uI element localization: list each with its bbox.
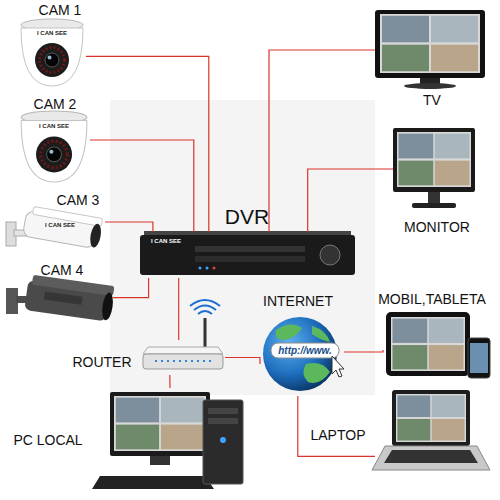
dome-camera <box>21 111 87 182</box>
dvr-buttons <box>195 246 305 252</box>
cable-line <box>90 140 194 232</box>
device-label: MOBIL,TABLETA <box>365 292 499 307</box>
device-node: CAM 3 <box>5 207 105 257</box>
router-top <box>143 347 223 354</box>
tablet-body <box>386 312 470 376</box>
dvr-led <box>213 267 216 270</box>
phone-body <box>468 338 490 378</box>
tv-bezel <box>375 10 485 78</box>
camera-front <box>101 292 115 321</box>
bullet-camera <box>24 274 115 322</box>
cable-line <box>344 350 383 352</box>
pc-monitor <box>110 392 210 456</box>
device-label: CAM 3 <box>48 193 108 208</box>
cable-line <box>113 278 149 298</box>
drive-bay <box>208 408 238 414</box>
device-label: INTERNET <box>253 294 343 309</box>
device-label: DVR <box>207 205 287 228</box>
drive-bay <box>208 418 238 424</box>
cable-line <box>105 222 153 232</box>
device-node: TV <box>375 10 485 90</box>
laptop-screen <box>396 394 466 442</box>
monitor-base <box>412 203 456 208</box>
phone-screen <box>470 343 488 373</box>
wifi-arc <box>190 300 220 306</box>
monitor-screen <box>397 132 471 187</box>
cursor-hand <box>332 356 344 377</box>
wifi-arc <box>194 306 216 311</box>
router-leds <box>155 360 211 362</box>
device-node: MOBIL,TABLETA <box>383 310 493 390</box>
wifi-arc <box>198 311 212 314</box>
cable-line <box>225 358 260 365</box>
tv-base <box>404 83 456 89</box>
tv-screen <box>380 14 480 73</box>
brand-logo: I CAN SEE <box>40 222 80 229</box>
dvr-led <box>199 267 202 270</box>
device-node: CAM 4 <box>5 277 113 323</box>
dvr-led <box>206 267 209 270</box>
pc-screen <box>114 396 206 451</box>
brand-logo: I CAN SEE <box>34 123 74 130</box>
monitor-bezel <box>393 128 475 192</box>
cable-line <box>178 278 179 340</box>
cable-line <box>269 50 375 232</box>
device-label: PC LOCAL <box>3 433 93 448</box>
laptop-base <box>372 446 490 470</box>
device-label: CAM 1 <box>30 3 90 18</box>
device-label: ROUTER <box>67 355 137 370</box>
backdrop-panel <box>110 100 375 395</box>
tablet-screen <box>391 317 465 371</box>
pc-stand <box>150 456 170 465</box>
device-node: ROUTER <box>140 340 225 375</box>
camera-front <box>89 223 103 248</box>
cable-line <box>169 375 170 388</box>
dvr-body <box>140 235 355 275</box>
laptop-keys <box>384 450 478 463</box>
device-node: INTERNET <box>260 316 344 396</box>
device-label: LAPTOP <box>303 428 373 443</box>
continent <box>312 326 330 342</box>
cable-line <box>86 56 209 232</box>
router-body <box>143 354 223 369</box>
device-label: CAM 2 <box>25 97 85 112</box>
continent <box>303 363 330 383</box>
laptop-lid <box>392 390 470 446</box>
device-node: LAPTOP <box>375 385 480 480</box>
device-label: CAM 4 <box>32 263 92 278</box>
cable-line <box>298 396 375 456</box>
camera-band <box>44 292 83 305</box>
brand-logo: I CAN SEE <box>32 30 72 37</box>
keyboard <box>92 476 214 489</box>
dvr-buttons <box>195 256 305 262</box>
device-node: MONITOR <box>393 128 475 210</box>
pc-tower <box>203 400 243 484</box>
power-button <box>220 437 226 443</box>
device-label: TV <box>407 93 457 108</box>
url-text: http://www. <box>272 345 338 356</box>
device-node: CAM 1 <box>18 20 86 86</box>
dvr-knob <box>320 245 340 265</box>
device-label: MONITOR <box>392 220 482 235</box>
cable-line <box>308 169 393 232</box>
brand-logo: I CAN SEE <box>146 238 186 245</box>
url-bar <box>271 343 339 358</box>
monitor-neck <box>428 192 440 204</box>
bullet-camera <box>22 205 103 249</box>
continent <box>276 324 302 340</box>
device-node: CAM 2 <box>18 112 90 182</box>
router-antenna <box>204 318 207 347</box>
device-node: PC LOCAL <box>95 388 245 490</box>
dome-camera <box>21 19 83 86</box>
